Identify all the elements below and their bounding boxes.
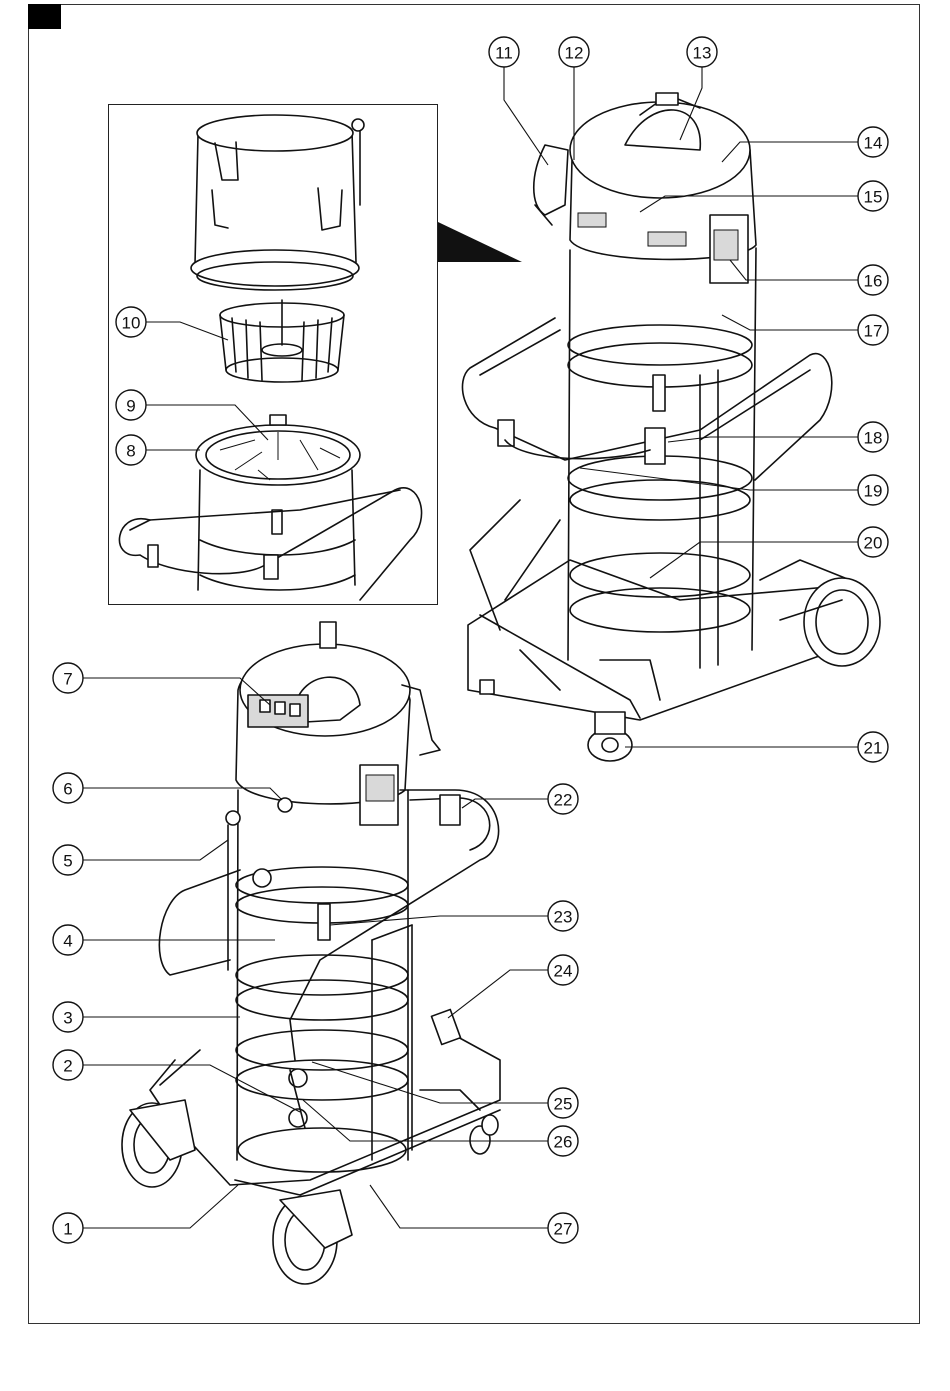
wire-basket xyxy=(220,300,344,382)
callout-23: 23 xyxy=(548,901,578,931)
callout-2: 2 xyxy=(53,1050,83,1080)
callout-number: 25 xyxy=(554,1095,573,1114)
callout-15: 15 xyxy=(858,181,888,211)
callout-number: 20 xyxy=(864,534,883,553)
right-vacuum-view xyxy=(462,93,880,761)
callout-19: 19 xyxy=(858,475,888,505)
callout-number: 22 xyxy=(554,791,573,810)
callout-number: 13 xyxy=(693,44,712,63)
callout-21: 21 xyxy=(858,732,888,762)
callout-24: 24 xyxy=(548,955,578,985)
callout-number: 6 xyxy=(63,780,72,799)
callout-10: 10 xyxy=(116,307,146,337)
callout-number: 3 xyxy=(63,1009,72,1028)
callout-6: 6 xyxy=(53,773,83,803)
callout-12: 12 xyxy=(559,37,589,67)
callout-number: 17 xyxy=(864,322,883,341)
callout-3: 3 xyxy=(53,1002,83,1032)
filter-ring xyxy=(196,415,360,485)
callout-27: 27 xyxy=(548,1213,578,1243)
callout-22: 22 xyxy=(548,784,578,814)
callout-4: 4 xyxy=(53,925,83,955)
callout-number: 4 xyxy=(63,932,72,951)
callout-number: 14 xyxy=(864,134,883,153)
callout-26: 26 xyxy=(548,1126,578,1156)
callout-number: 7 xyxy=(63,670,72,689)
callout-number: 23 xyxy=(554,908,573,927)
callout-1: 1 xyxy=(53,1213,83,1243)
callout-13: 13 xyxy=(687,37,717,67)
callout-number: 18 xyxy=(864,429,883,448)
callout-number: 10 xyxy=(122,314,141,333)
callout-number: 15 xyxy=(864,188,883,207)
callout-number: 5 xyxy=(63,852,72,871)
callout-number: 26 xyxy=(554,1133,573,1152)
callout-20: 20 xyxy=(858,527,888,557)
callout-8: 8 xyxy=(116,435,146,465)
callout-number: 19 xyxy=(864,482,883,501)
callout-18: 18 xyxy=(858,422,888,452)
callout-9: 9 xyxy=(116,390,146,420)
detail-pointer-arrow xyxy=(438,222,522,262)
callout-number: 21 xyxy=(864,739,883,758)
callout-14: 14 xyxy=(858,127,888,157)
callout-5: 5 xyxy=(53,845,83,875)
inset-filter-detail xyxy=(119,115,421,600)
left-vacuum-view xyxy=(122,622,500,1284)
callout-25: 25 xyxy=(548,1088,578,1118)
callout-number: 2 xyxy=(63,1057,72,1076)
callout-7: 7 xyxy=(53,663,83,693)
callout-11: 11 xyxy=(489,37,519,67)
callout-number: 12 xyxy=(565,44,584,63)
callout-number: 24 xyxy=(554,962,573,981)
callout-number: 27 xyxy=(554,1220,573,1239)
callout-17: 17 xyxy=(858,315,888,345)
callout-number: 11 xyxy=(495,44,513,63)
callout-16: 16 xyxy=(858,265,888,295)
callout-number: 8 xyxy=(126,442,135,461)
callout-number: 9 xyxy=(126,397,135,416)
callout-number: 1 xyxy=(63,1220,72,1239)
callout-number: 16 xyxy=(864,272,883,291)
